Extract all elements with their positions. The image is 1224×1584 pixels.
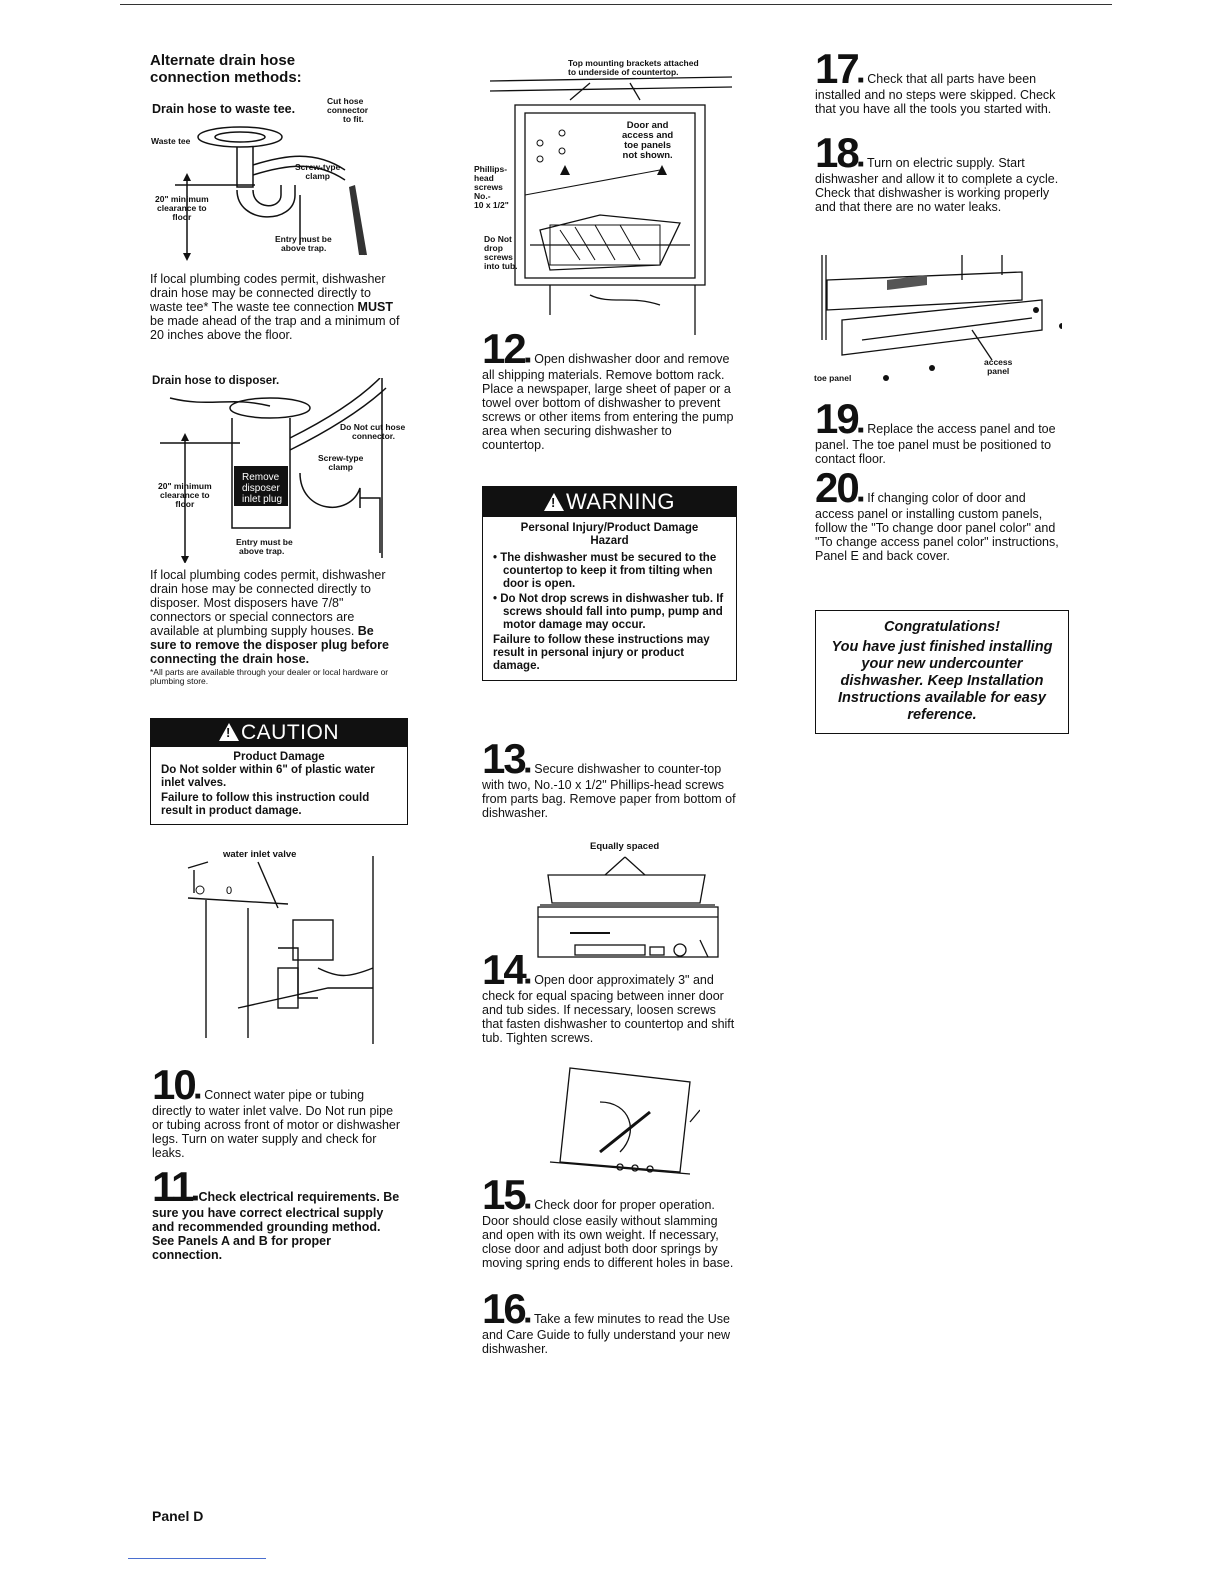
- top-rule: [120, 4, 1112, 5]
- entry-label: Entry must be above trap.: [275, 234, 332, 253]
- valve-label: water inlet valve: [223, 849, 297, 860]
- step-20: 20■ If changing color of door and access…: [815, 464, 1059, 564]
- caution-box: CAUTION Product Damage Do Not solder wit…: [150, 718, 408, 825]
- step-14: 14■ Open door approximately 3" and check…: [482, 946, 735, 1046]
- warning-bullet-1: • The dishwasher must be secured to the …: [493, 552, 717, 590]
- disposer-figure: Remove disposer inlet plug Do Not cut ho…: [150, 378, 420, 563]
- disposer-text: If local plumbing codes permit, dishwash…: [150, 568, 389, 666]
- warning-triangle-icon: [219, 723, 239, 741]
- step-18: 18■ Turn on electric supply. Start dishw…: [815, 129, 1059, 215]
- warning-footer: Failure to follow these instructions may…: [493, 634, 710, 672]
- congrats-title: Congratulations!: [884, 619, 1000, 635]
- valve-drawing: 0: [187, 856, 374, 1044]
- top-brackets-label: Top mounting brackets attached to unders…: [568, 58, 699, 77]
- disposer-title: Drain hose to disposer.: [152, 375, 280, 387]
- remove-plug-label: Remove disposer inlet plug: [242, 472, 283, 505]
- column-1: Alternate drain hose connection methods:: [150, 52, 412, 86]
- caution-subtitle: Product Damage: [233, 751, 325, 763]
- screw-clamp-label: Screw-type clamp: [295, 162, 341, 181]
- step-16: 16■ Take a few minutes to read the Use a…: [482, 1285, 731, 1357]
- waste-tee-label: Waste tee: [151, 136, 191, 146]
- bottom-rule: [128, 1558, 266, 1559]
- waste-tee-text: If local plumbing codes permit, dishwash…: [150, 272, 400, 342]
- warning-header: WARNING: [483, 487, 736, 517]
- do-not-drop-label: Do Not drop screws into tub.: [484, 234, 518, 271]
- door-panels-label: Door and access and toe panels not shown…: [622, 120, 674, 161]
- clearance-label: 20" minimum clearance to floor: [155, 194, 209, 222]
- svg-text:0: 0: [226, 885, 232, 897]
- equally-spaced-label: Equally spaced: [590, 841, 660, 852]
- congrats-body: You have just finished installing your n…: [831, 639, 1053, 723]
- footnote: *All parts are available through your de…: [150, 667, 389, 686]
- toe-panel-label: toe panel: [814, 373, 852, 383]
- door-spacing-drawing: [537, 856, 719, 958]
- door-spring-drawing: [549, 1067, 700, 1175]
- do-not-cut-label: Do Not cut hose connector.: [340, 422, 406, 441]
- step-10: 10■ Connect water pipe or tubing directl…: [152, 1061, 401, 1161]
- caution-line-1: Do Not solder within 6" of plastic water…: [161, 764, 375, 789]
- disposer-entry-label: Entry must be above trap.: [236, 537, 293, 556]
- phillips-screws-label: Phillips- head screws No.- 10 x 1/2": [474, 164, 509, 210]
- warning-triangle-icon: [543, 493, 564, 511]
- access-panel-label: access panel: [984, 357, 1013, 376]
- disposer-drawing: [160, 378, 387, 563]
- fig12: Top mounting brackets attached to unders…: [470, 55, 740, 340]
- step-15: 15■ Check door for proper operation. Doo…: [482, 1171, 734, 1271]
- step-11: 11■Check electrical requirements. Be sur…: [152, 1163, 400, 1263]
- warning-box: WARNING Personal Injury/Product DamageHa…: [482, 486, 737, 681]
- valve-figure: water inlet valve 0: [178, 848, 378, 1048]
- disposer-clamp-label: Screw-type clamp: [318, 453, 364, 472]
- waste-tee-figure: Drain hose to waste tee. Cut hose connec…: [145, 95, 375, 265]
- toe-panel-drawing: [821, 255, 1062, 381]
- section-heading: Alternate drain hose connection methods:: [150, 52, 302, 86]
- waste-tee-title: Drain hose to waste tee.: [152, 102, 296, 116]
- congratulations-box: Congratulations! You have just finished …: [815, 610, 1069, 734]
- waste-tee-drawing: [175, 126, 367, 261]
- caution-header: CAUTION: [151, 719, 407, 747]
- step-13: 13■ Secure dishwasher to counter-top wit…: [482, 735, 736, 821]
- panel-label: Panel D: [152, 1508, 204, 1524]
- caution-line-2: Failure to follow this instruction could…: [161, 792, 370, 817]
- disposer-text-block: If local plumbing codes permit, dishwash…: [150, 568, 402, 686]
- step-19: 19■ Replace the access panel and toe pan…: [815, 395, 1056, 467]
- step-17: 17■ Check that all parts have been insta…: [815, 45, 1056, 117]
- warning-bullet-2: • Do Not drop screws in dishwasher tub. …: [493, 593, 724, 631]
- toe-panel-figure: toe panel access panel: [812, 250, 1062, 385]
- disposer-clearance-label: 20" minimum clearance to floor: [158, 481, 212, 509]
- dishwasher-tub-drawing: [489, 76, 733, 335]
- cut-hose-label: Cut hose connector to fit.: [327, 96, 369, 124]
- step-12: 12■ Open dishwasher door and remove all …: [482, 325, 734, 453]
